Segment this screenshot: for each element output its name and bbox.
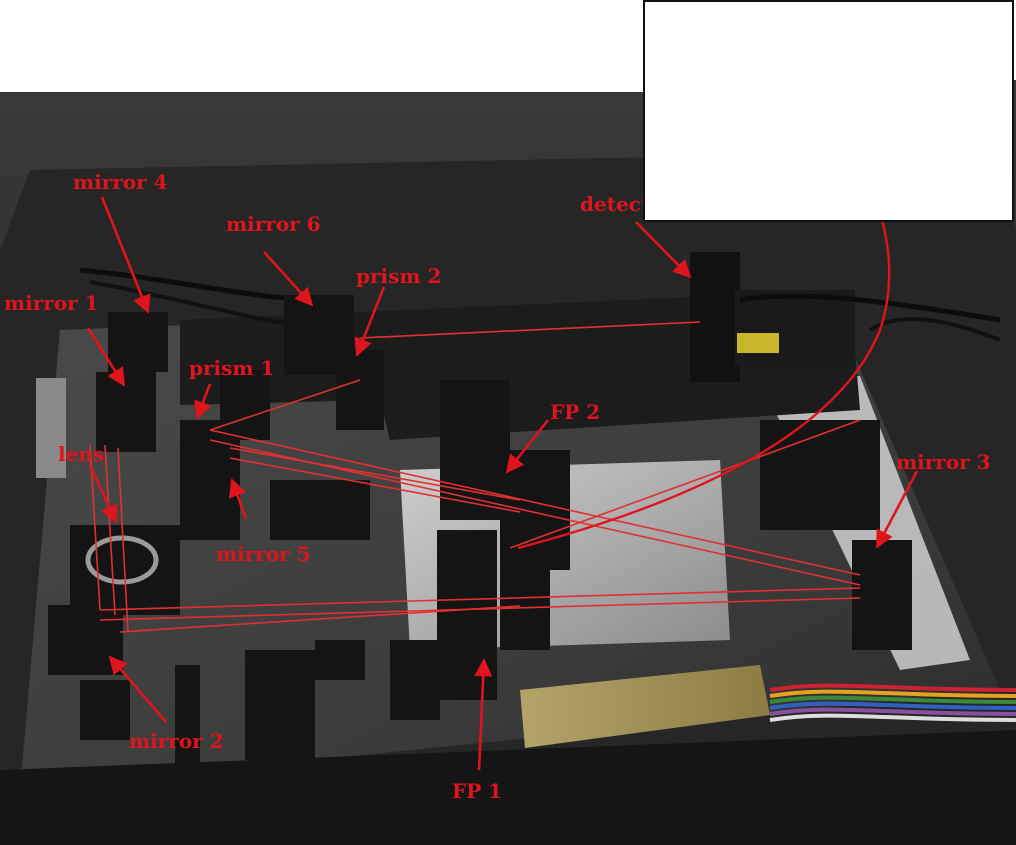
label-lens: lens (58, 442, 105, 466)
label-prism-2: prism 2 (356, 264, 442, 288)
optical-mounts (48, 295, 912, 765)
detector-block (690, 252, 740, 382)
label-prism-1: prism 1 (189, 356, 275, 380)
laser-beam-paths (89, 321, 861, 633)
label-mirror-2: mirror 2 (129, 729, 224, 753)
label-mirror-3: mirror 3 (896, 450, 991, 474)
label-fp-2: FP 2 (550, 400, 601, 424)
label-mirror-6: mirror 6 (226, 212, 321, 236)
label-mirror-4: mirror 4 (73, 170, 168, 194)
lens-ring (85, 535, 159, 585)
annotation-arrows (86, 196, 919, 771)
circuit-board (520, 665, 770, 748)
front-rim (0, 730, 1016, 845)
detector-label-sticker (737, 333, 779, 353)
ribbon-cable (769, 683, 1016, 722)
label-mirror-1: mirror 1 (4, 291, 99, 315)
inset-frame (643, 0, 1014, 222)
left-rail (36, 378, 66, 478)
label-fp-1: FP 1 (452, 779, 503, 803)
label-mirror-5: mirror 5 (216, 542, 311, 566)
